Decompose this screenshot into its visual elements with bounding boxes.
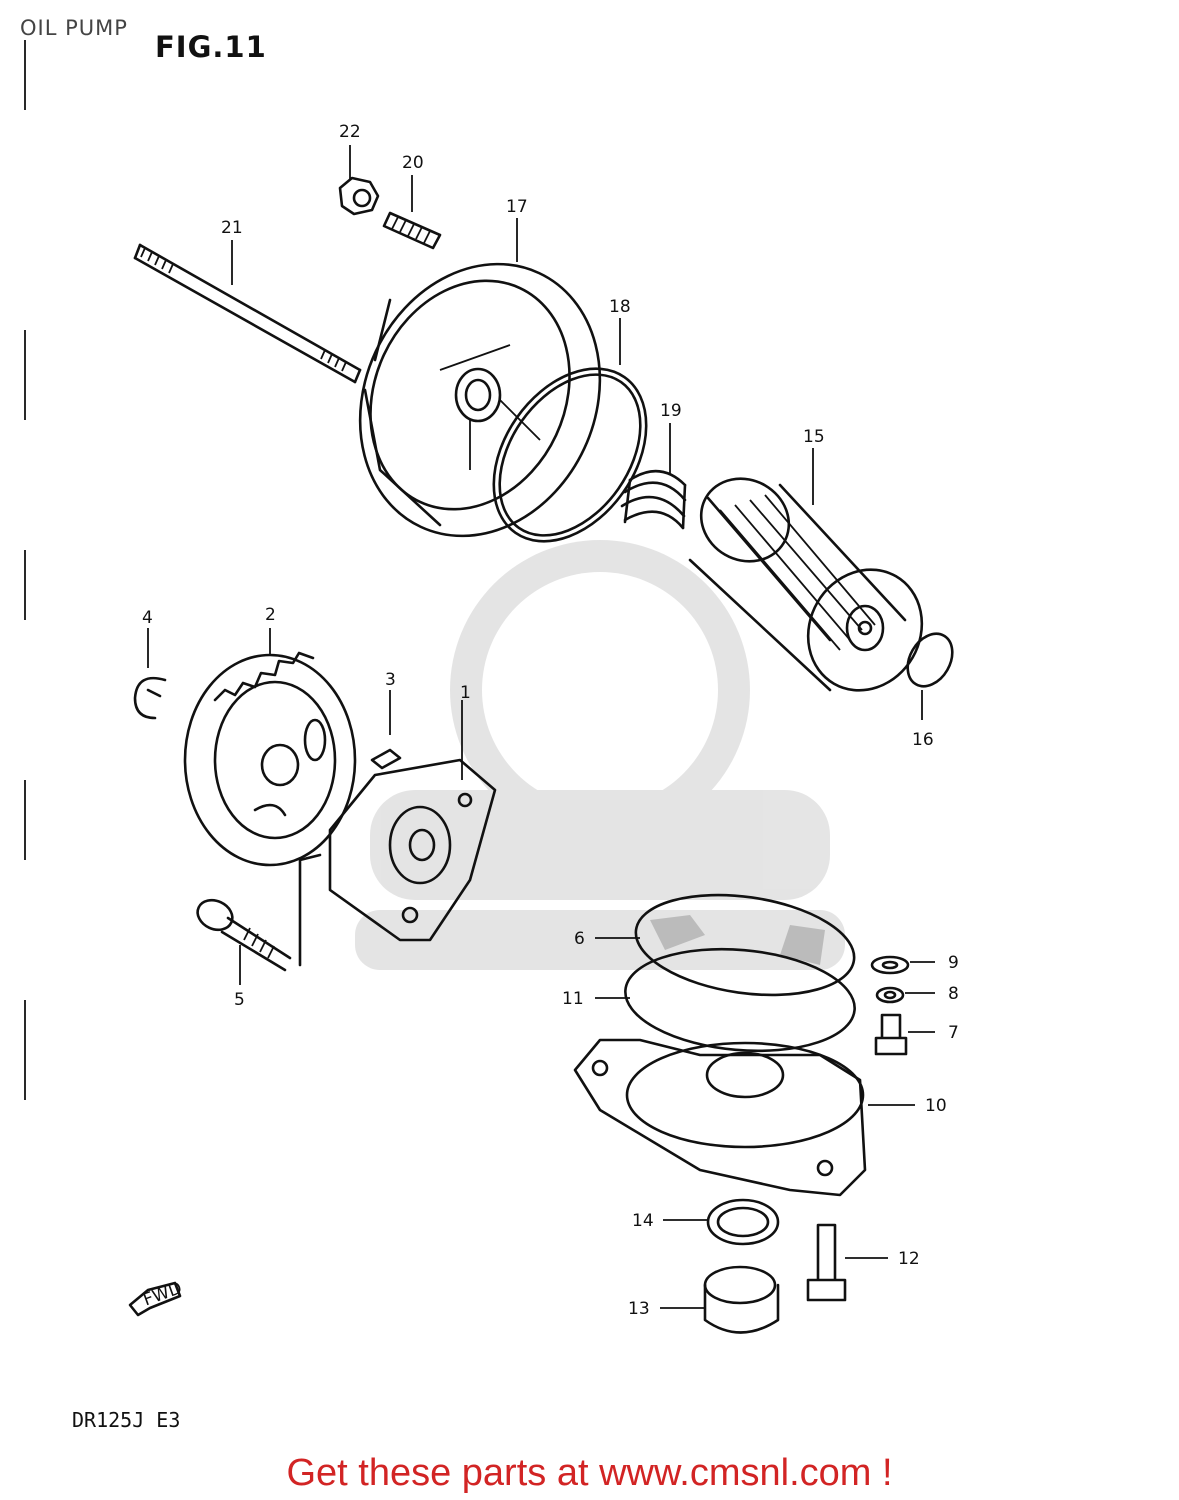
callout-3: 3 xyxy=(385,670,396,690)
callout-2: 2 xyxy=(265,605,276,625)
callout-7: 7 xyxy=(948,1023,959,1043)
part-10-oil-sump-cover xyxy=(573,1038,867,1197)
callout-16: 16 xyxy=(912,730,934,750)
callout-12: 12 xyxy=(898,1249,920,1269)
callout-22: 22 xyxy=(339,122,361,142)
callout-15: 15 xyxy=(803,427,825,447)
callout-19: 19 xyxy=(660,401,682,421)
callout-13: 13 xyxy=(628,1299,650,1319)
footer-link-text[interactable]: Get these parts at www.cmsnl.com ! xyxy=(286,1452,893,1494)
part-18-o-ring xyxy=(492,367,648,543)
part-5-screw xyxy=(196,898,292,972)
part-8-washer xyxy=(875,986,905,1004)
callout-1: 1 xyxy=(460,683,471,703)
callout-6: 6 xyxy=(574,929,585,949)
callout-20: 20 xyxy=(402,153,424,173)
part-4-circlip xyxy=(133,676,167,720)
watermark-logo-text: CMS xyxy=(478,787,723,904)
forward-arrow-icon: FWD xyxy=(128,1278,185,1317)
part-20-stud-bolt xyxy=(382,211,442,250)
part-1-pump-body xyxy=(298,758,497,967)
cms-watermark: CMS WWW.CMSNL.COM xyxy=(355,540,845,970)
part-17-cover xyxy=(358,262,602,538)
callout-labels: 1 2 3 4 5 6 7 8 9 10 11 12 13 14 15 16 1… xyxy=(142,122,959,1319)
part-12-bolt xyxy=(806,1223,847,1302)
part-16-o-ring xyxy=(906,632,954,688)
callout-5: 5 xyxy=(234,990,245,1010)
part-7-bolt xyxy=(874,1013,908,1056)
model-code: DR125J E3 xyxy=(72,1408,181,1432)
watermark-url: WWW.CMSNL.COM xyxy=(401,920,800,964)
part-19-spring xyxy=(620,469,687,530)
part-13-drain-plug xyxy=(703,1265,780,1334)
part-21-stud xyxy=(133,243,362,384)
leader-lines xyxy=(147,145,935,1309)
part-11-o-ring xyxy=(624,947,856,1053)
callout-14: 14 xyxy=(632,1211,654,1231)
part-15-oil-filter xyxy=(688,477,924,692)
part-9-washer xyxy=(870,955,910,975)
callout-9: 9 xyxy=(948,953,959,973)
part-14-gasket xyxy=(706,1198,780,1246)
callout-21: 21 xyxy=(221,218,243,238)
part-22-nut xyxy=(338,176,380,216)
callout-4: 4 xyxy=(142,608,153,628)
fwd-label: FWD xyxy=(141,1278,185,1310)
callout-8: 8 xyxy=(948,984,959,1004)
section-title: OIL PUMP xyxy=(20,16,128,40)
callout-10: 10 xyxy=(925,1096,947,1116)
figure-number: FIG.11 xyxy=(155,30,267,64)
callout-11: 11 xyxy=(562,989,584,1009)
part-6-oil-screen xyxy=(634,893,856,997)
callout-18: 18 xyxy=(609,297,631,317)
part-3-pin xyxy=(370,748,402,770)
callout-17: 17 xyxy=(506,197,528,217)
